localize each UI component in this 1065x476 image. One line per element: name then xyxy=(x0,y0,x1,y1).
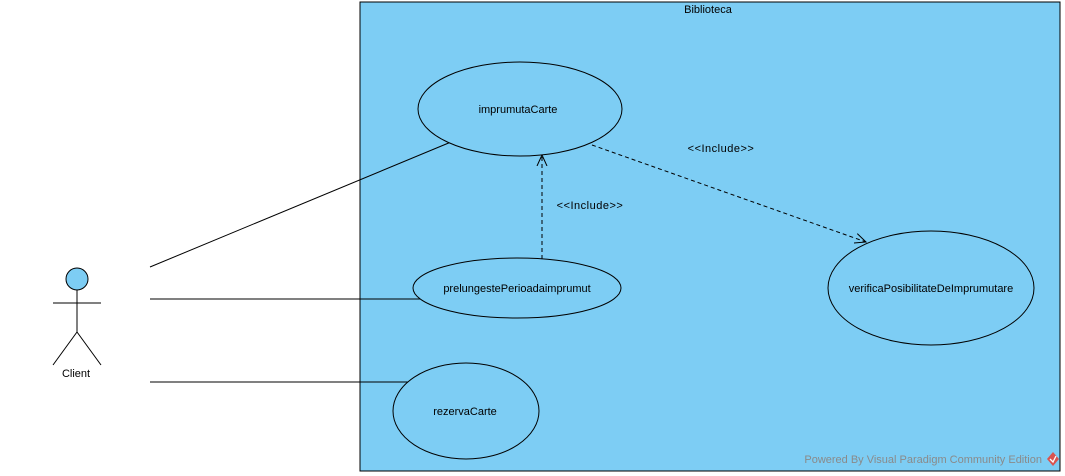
actor-left-leg xyxy=(52,331,78,366)
association-imprumuta[interactable] xyxy=(149,141,452,268)
use-case-verifica[interactable]: verificaPosibilitateDeImprumutare xyxy=(827,230,1035,346)
use-case-prelungeste[interactable]: prelungestePerioadaimprumut xyxy=(412,257,622,319)
use-case-prelungeste-label: prelungestePerioadaimprumut xyxy=(443,283,590,295)
actor-right-leg xyxy=(76,331,102,366)
actor-client[interactable]: Client xyxy=(52,267,102,380)
use-case-rezerva-label: rezervaCarte xyxy=(433,406,497,418)
use-case-rezerva[interactable]: rezervaCarte xyxy=(392,362,540,460)
use-case-verifica-label: verificaPosibilitateDeImprumutare xyxy=(849,283,1013,295)
associations xyxy=(149,141,452,383)
actor-head xyxy=(65,267,89,291)
use-case-rezerva-shape[interactable] xyxy=(392,362,540,460)
system-title: Biblioteca xyxy=(684,4,733,16)
include-label-2: <<Include>> xyxy=(688,143,755,155)
visual-paradigm-logo-icon xyxy=(1047,452,1059,466)
actor-label: Client xyxy=(62,368,90,380)
use-case-prelungeste-shape[interactable] xyxy=(412,257,622,319)
stick-figure-icon[interactable] xyxy=(52,267,102,366)
use-case-imprumuta-label: imprumutaCarte xyxy=(479,104,558,116)
watermark-text: Powered By Visual Paradigm Community Edi… xyxy=(804,454,1042,466)
use-case-verifica-shape[interactable] xyxy=(827,230,1035,346)
include-relations: <<Include>> <<Include>> xyxy=(542,143,866,259)
use-case-imprumuta-shape[interactable] xyxy=(417,61,623,157)
include-label-1: <<Include>> xyxy=(557,200,624,212)
use-case-imprumuta[interactable]: imprumutaCarte xyxy=(417,61,623,157)
watermark: Powered By Visual Paradigm Community Edi… xyxy=(804,452,1059,466)
